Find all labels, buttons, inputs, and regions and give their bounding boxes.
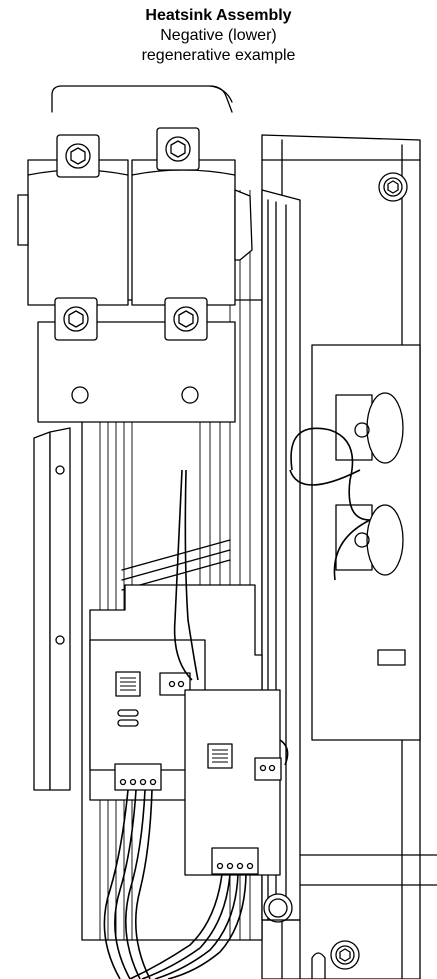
clamp-block-right: [131, 159, 253, 306]
bottom-bracket: [261, 854, 437, 979]
bolt-icon: [54, 297, 98, 341]
bolt-icon: [330, 940, 360, 970]
left-strip: [33, 427, 71, 791]
bolt-icon: [164, 297, 208, 341]
signal-wire: [279, 739, 289, 766]
connector: [254, 757, 282, 781]
bolt-icon: [156, 127, 200, 171]
transformer-icon: [207, 743, 233, 769]
transformer-icon: [115, 671, 141, 697]
clamp-block-left: [17, 159, 129, 306]
bolt-icon: [263, 893, 293, 923]
signal-wire: [184, 469, 199, 681]
connector: [114, 763, 162, 791]
caption-title: Heatsink Assembly: [145, 7, 292, 24]
top-bracket: [51, 85, 233, 113]
figure-caption: Heatsink Assembly Negative (lower) regen…: [0, 6, 437, 66]
bolt-icon: [56, 134, 100, 178]
wire-harness: [129, 873, 247, 979]
caption-line-2: regenerative example: [141, 47, 296, 64]
connector: [159, 672, 191, 696]
circuit-board-right: [184, 689, 282, 876]
wire-harness: [103, 789, 153, 979]
connector: [211, 847, 259, 875]
capacitor-section: [311, 344, 421, 741]
bracket-tab: [311, 952, 326, 979]
signal-wire: [173, 469, 193, 681]
caption-line-1: Negative (lower): [160, 27, 277, 44]
bolt-icon: [378, 172, 408, 202]
wire-loop: [289, 427, 371, 581]
